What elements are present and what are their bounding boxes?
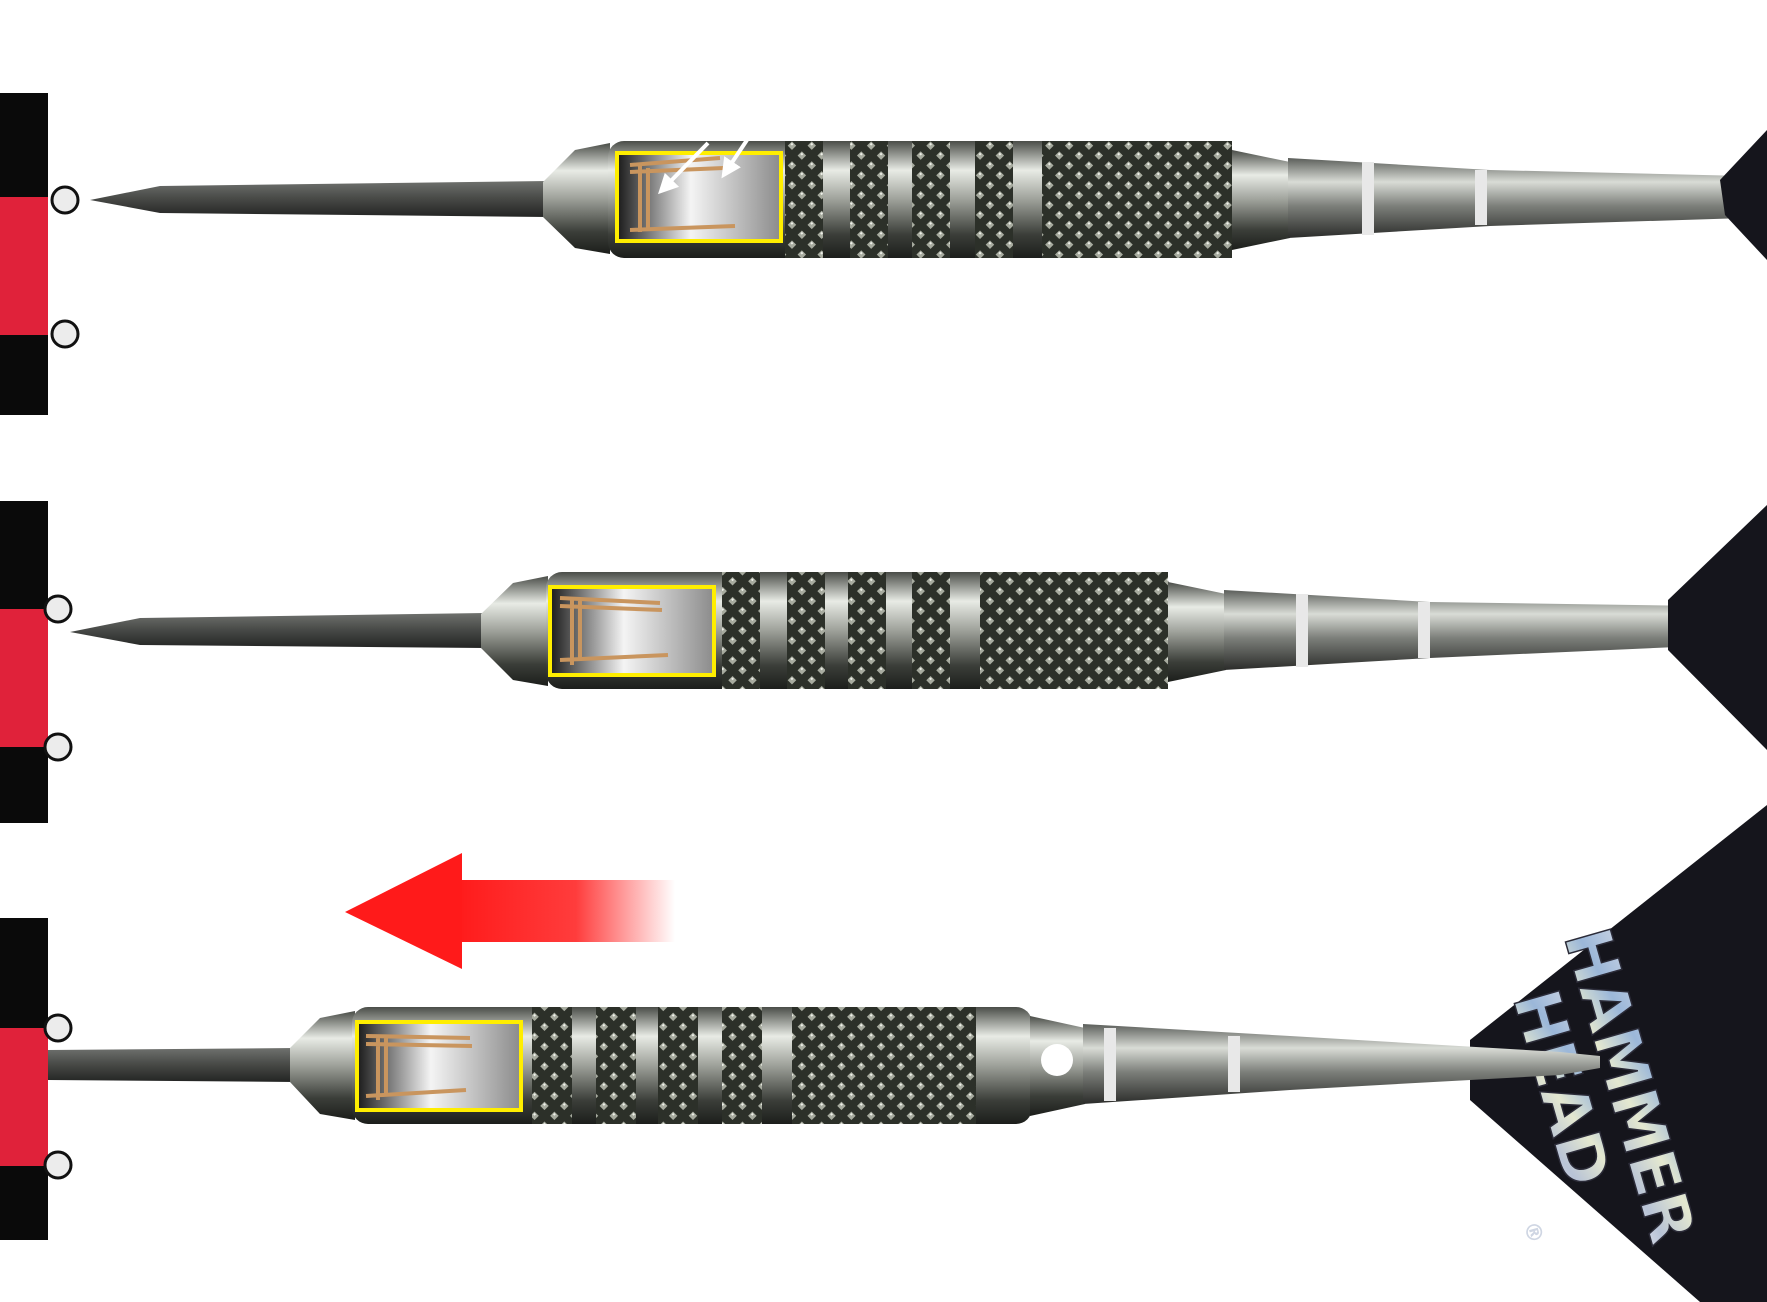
barrel-rear-taper <box>1232 150 1290 250</box>
circle-pin-icon <box>43 732 73 762</box>
highlight-box <box>615 138 783 243</box>
circle-pin-icon <box>50 319 80 349</box>
circle-pin-icon <box>43 1013 73 1043</box>
barrel-grooves <box>532 1007 976 1124</box>
circle-pin-icon <box>50 185 80 215</box>
dart-flight <box>1720 130 1767 260</box>
dart-stage-3: HAMMER HEAD ® <box>0 805 1767 1302</box>
barrel-rear-taper <box>1168 582 1226 682</box>
dart-stage-2 <box>0 501 1767 823</box>
dartboard-segment <box>0 918 48 1240</box>
white-arrow-icon <box>721 138 749 179</box>
dart-shaft <box>1288 158 1767 238</box>
circle-pin-icon <box>43 594 73 624</box>
spring-coil <box>629 156 736 232</box>
barrel-nose-cone <box>290 1011 355 1120</box>
red-left-arrow-icon <box>345 853 675 969</box>
spring-coil <box>365 1034 473 1100</box>
dart-stage-1 <box>0 93 1767 415</box>
barrel-nose-cone <box>543 143 610 254</box>
dart-shaft <box>1224 590 1767 670</box>
dart-flight: HAMMER HEAD ® <box>1470 805 1767 1302</box>
brand-registered-mark: ® <box>1518 1218 1548 1246</box>
barrel-nose-cone <box>481 576 548 686</box>
spring-coil <box>559 596 669 665</box>
dartboard-segment <box>0 501 48 823</box>
dart-point <box>70 613 485 648</box>
dart-point <box>48 1048 295 1082</box>
barrel-grooves <box>722 572 1168 689</box>
shaft-hole <box>1041 1044 1073 1076</box>
dartboard-segment <box>0 93 48 415</box>
highlight-box <box>548 585 716 677</box>
dart-shaft <box>1083 1024 1600 1104</box>
highlight-box <box>355 1020 523 1112</box>
dart-point <box>90 181 548 217</box>
barrel-grooves <box>785 141 1232 258</box>
white-arrow-icon <box>658 141 710 195</box>
circle-pin-icon <box>43 1150 73 1180</box>
dart-flight <box>1668 505 1767 750</box>
